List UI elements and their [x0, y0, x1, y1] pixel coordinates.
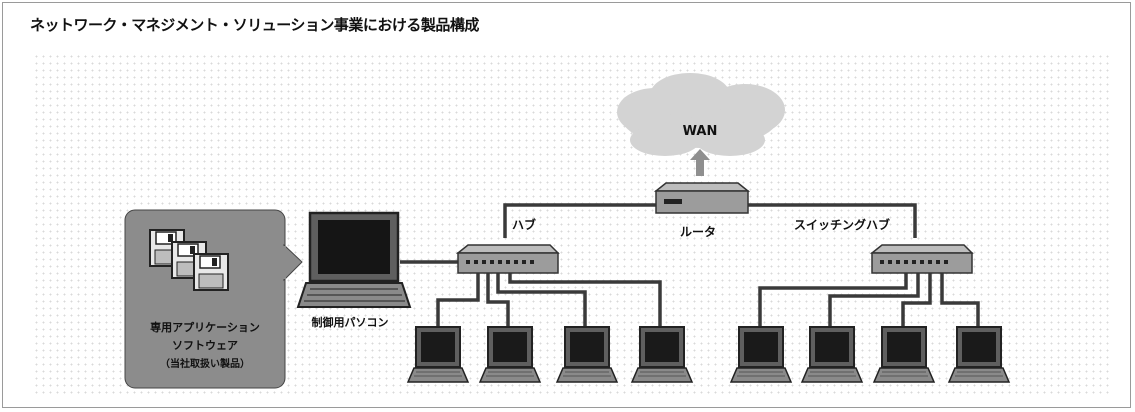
switching-hub-icon [871, 244, 973, 274]
wan-cloud [617, 73, 785, 156]
control-pc-icon [296, 211, 412, 308]
software-label-line3: （当社取扱い製品） [160, 357, 250, 370]
laptop-icon [948, 326, 1010, 383]
software-label-line2: ソフトウェア [172, 339, 238, 352]
wan-label: WAN [683, 124, 718, 139]
switching-hub-label: スイッチングハブ [794, 217, 890, 232]
laptop-icon [801, 326, 863, 383]
router-label: ルータ [680, 225, 716, 239]
laptop-icon [873, 326, 935, 383]
hub-icon [457, 244, 559, 274]
laptop-icon [407, 326, 469, 383]
laptop-icon [631, 326, 693, 383]
router-icon [653, 182, 751, 214]
connection-lines [400, 203, 980, 326]
hub-label: ハブ [512, 217, 536, 232]
laptop-icon [479, 326, 541, 383]
laptop-icon [556, 326, 618, 383]
router-arrow-icon [690, 149, 710, 176]
control-pc-label: 制御用パソコン [312, 315, 389, 329]
software-label-line1: 専用アプリケーション [150, 320, 260, 334]
figure-title: ネットワーク・マネジメント・ソリューション事業における製品構成 [30, 16, 479, 34]
laptop-icon [730, 326, 792, 383]
